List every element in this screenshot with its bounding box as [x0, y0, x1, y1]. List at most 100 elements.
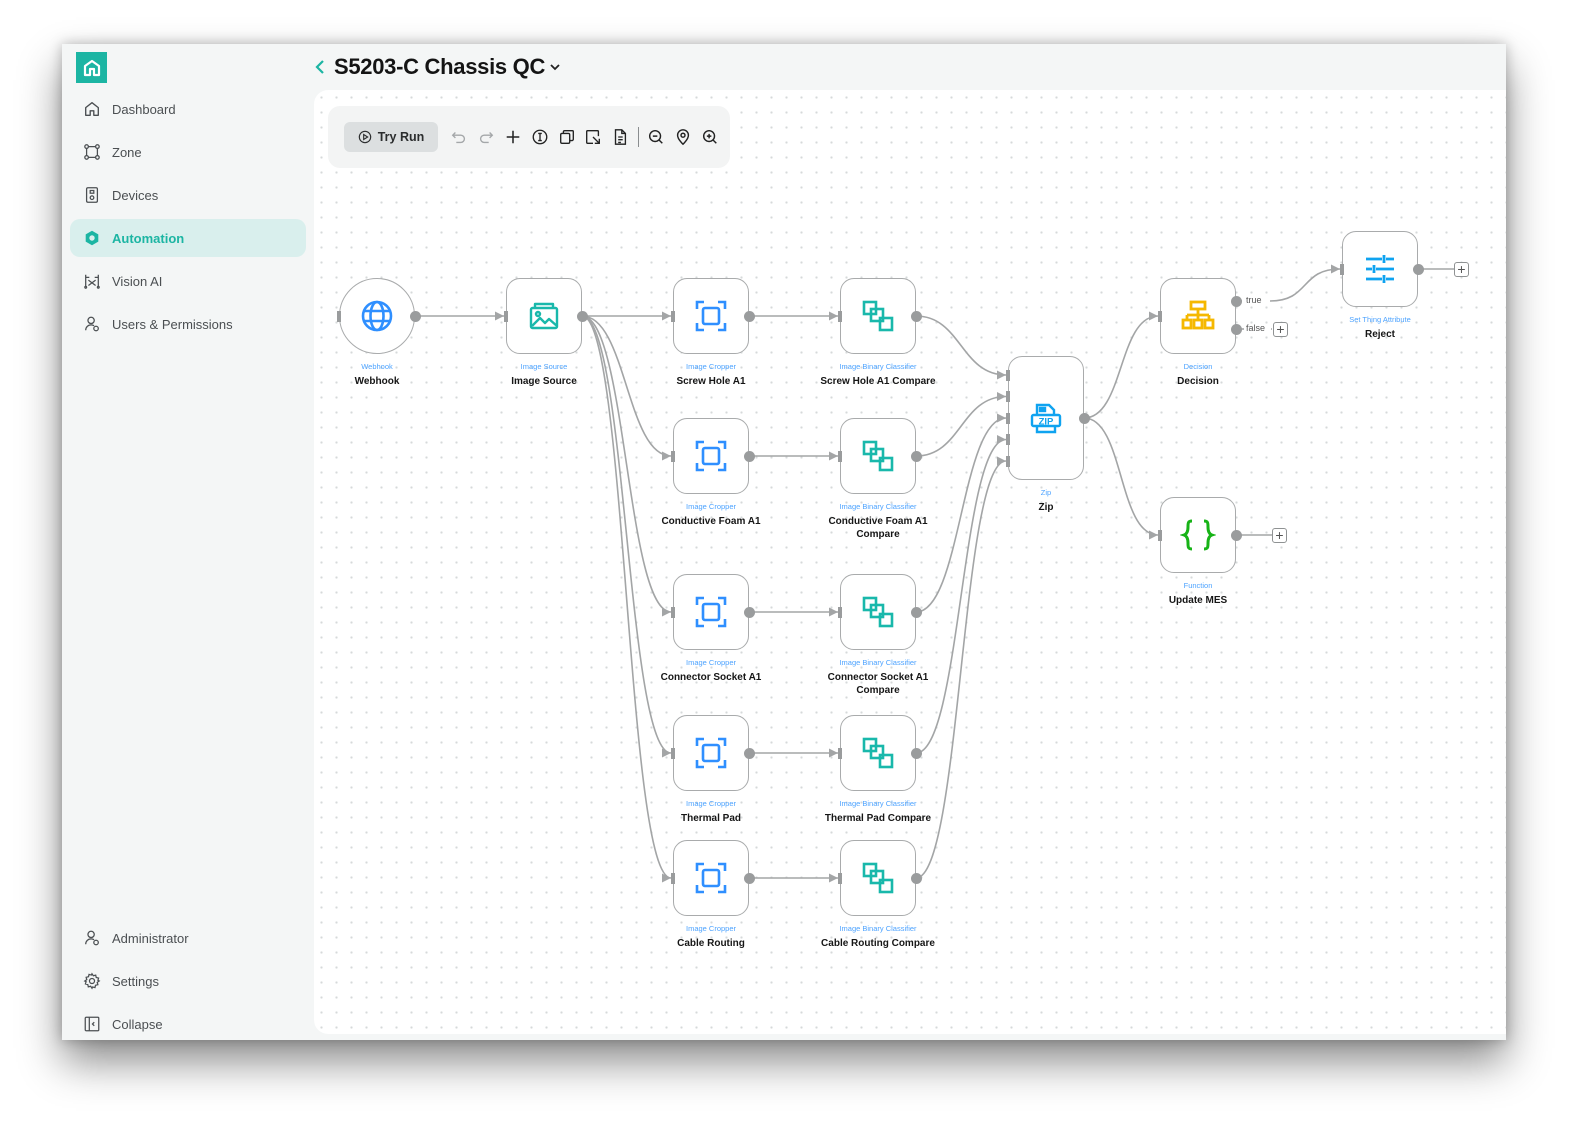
input-port[interactable] [337, 310, 341, 322]
node-image-source[interactable] [506, 278, 582, 354]
input-port[interactable] [671, 310, 675, 322]
add-next-node-button[interactable]: + [1273, 321, 1288, 337]
output-port[interactable] [910, 310, 922, 322]
document-button[interactable] [607, 125, 634, 149]
app-logo[interactable] [76, 52, 107, 83]
add-next-node-button[interactable]: + [1272, 527, 1287, 543]
duplicate-button[interactable] [553, 125, 580, 149]
compare-icon [862, 300, 894, 332]
true-output-port[interactable] [1230, 295, 1242, 307]
node-update-mes[interactable] [1160, 497, 1236, 573]
title-dropdown[interactable] [549, 62, 561, 72]
zip-input-port[interactable] [1006, 412, 1010, 424]
flow-canvas[interactable]: Try Run [314, 90, 1506, 1034]
input-port[interactable] [1158, 529, 1162, 541]
input-port[interactable] [838, 450, 842, 462]
node-crop-2[interactable] [673, 418, 749, 494]
output-port[interactable] [743, 747, 755, 759]
output-port[interactable] [910, 747, 922, 759]
crop-frame-icon [695, 596, 727, 628]
node-cls-1[interactable] [840, 278, 916, 354]
edge-cls-4-zip [915, 438, 1007, 754]
output-port[interactable] [910, 872, 922, 884]
input-port[interactable] [671, 606, 675, 618]
zoom-in-button[interactable] [696, 125, 723, 149]
zip-input-port[interactable] [1006, 369, 1010, 381]
sidebar-item-administrator[interactable]: Administrator [70, 919, 306, 957]
compare-icon [862, 737, 894, 769]
output-port[interactable] [1230, 529, 1242, 541]
node-cls-4[interactable] [840, 715, 916, 791]
sidebar-item-users-permissions[interactable]: Users & Permissions [70, 305, 306, 343]
locate-button[interactable] [669, 125, 696, 149]
undo-button[interactable] [446, 125, 473, 149]
canvas-bottom-edge [314, 1034, 1506, 1040]
output-port[interactable] [743, 872, 755, 884]
output-port[interactable] [910, 450, 922, 462]
node-reject[interactable] [1342, 231, 1418, 307]
node-type-label: Image Binary Classifier [839, 362, 917, 371]
node-cls-5[interactable] [840, 840, 916, 916]
info-button[interactable] [526, 125, 553, 149]
input-port[interactable] [838, 606, 842, 618]
input-port[interactable] [838, 310, 842, 322]
redo-button[interactable] [473, 125, 500, 149]
true-branch-label: true [1246, 295, 1262, 305]
node-cls-2[interactable] [840, 418, 916, 494]
compare-icon [862, 596, 894, 628]
zip-input-port[interactable] [1006, 455, 1010, 467]
sidebar-item-collapse[interactable]: Collapse [70, 1005, 306, 1040]
try-run-button[interactable]: Try Run [344, 122, 438, 152]
input-port[interactable] [671, 872, 675, 884]
output-port[interactable] [576, 310, 588, 322]
sidebar-item-vision-ai[interactable]: Vision AI [70, 262, 306, 300]
device-icon [85, 187, 99, 203]
chevron-left-icon [315, 60, 324, 74]
node-zip[interactable]: ZIP [1008, 356, 1084, 480]
input-port[interactable] [504, 310, 508, 322]
sidebar-item-devices[interactable]: Devices [70, 176, 306, 214]
export-button[interactable] [580, 125, 607, 149]
node-decision[interactable] [1160, 278, 1236, 354]
output-port[interactable] [409, 310, 421, 322]
input-port[interactable] [1158, 310, 1162, 322]
output-port[interactable] [910, 606, 922, 618]
add-next-node-button[interactable]: + [1454, 261, 1469, 277]
sidebar-item-zone[interactable]: Zone [70, 133, 306, 171]
input-port[interactable] [671, 747, 675, 759]
output-port[interactable] [743, 450, 755, 462]
sidebar-item-label: Settings [112, 973, 159, 989]
back-button[interactable] [314, 58, 332, 76]
node-type-label: Image Binary Classifier [839, 799, 917, 808]
output-port[interactable] [1078, 412, 1090, 424]
output-port[interactable] [1412, 263, 1424, 275]
node-webhook[interactable] [339, 278, 415, 354]
crop-frame-icon [695, 440, 727, 472]
output-port[interactable] [743, 310, 755, 322]
edge-arrowhead [829, 607, 838, 617]
edge-arrowhead [1331, 264, 1340, 274]
image-icon [529, 302, 559, 330]
sidebar-item-dashboard[interactable]: Dashboard [70, 90, 306, 128]
sidebar-item-automation[interactable]: Automation [70, 219, 306, 257]
output-port[interactable] [743, 606, 755, 618]
input-port[interactable] [1340, 263, 1344, 275]
node-crop-1[interactable] [673, 278, 749, 354]
zoom-out-button[interactable] [643, 125, 670, 149]
zip-file-icon: ZIP [1030, 403, 1062, 434]
node-cls-3[interactable] [840, 574, 916, 650]
input-port[interactable] [838, 872, 842, 884]
node-crop-5[interactable] [673, 840, 749, 916]
zip-input-port[interactable] [1006, 434, 1010, 445]
input-port[interactable] [671, 450, 675, 462]
add-node-button[interactable] [500, 125, 527, 149]
node-type-label: Image Binary Classifier [839, 924, 917, 933]
sidebar-item-settings[interactable]: Settings [70, 962, 306, 1000]
zip-input-port[interactable] [1006, 391, 1010, 402]
false-output-port[interactable] [1230, 323, 1242, 335]
node-crop-3[interactable] [673, 574, 749, 650]
input-port[interactable] [838, 747, 842, 759]
edge-arrowhead [997, 370, 1006, 380]
node-crop-4[interactable] [673, 715, 749, 791]
gear-icon [83, 972, 101, 990]
